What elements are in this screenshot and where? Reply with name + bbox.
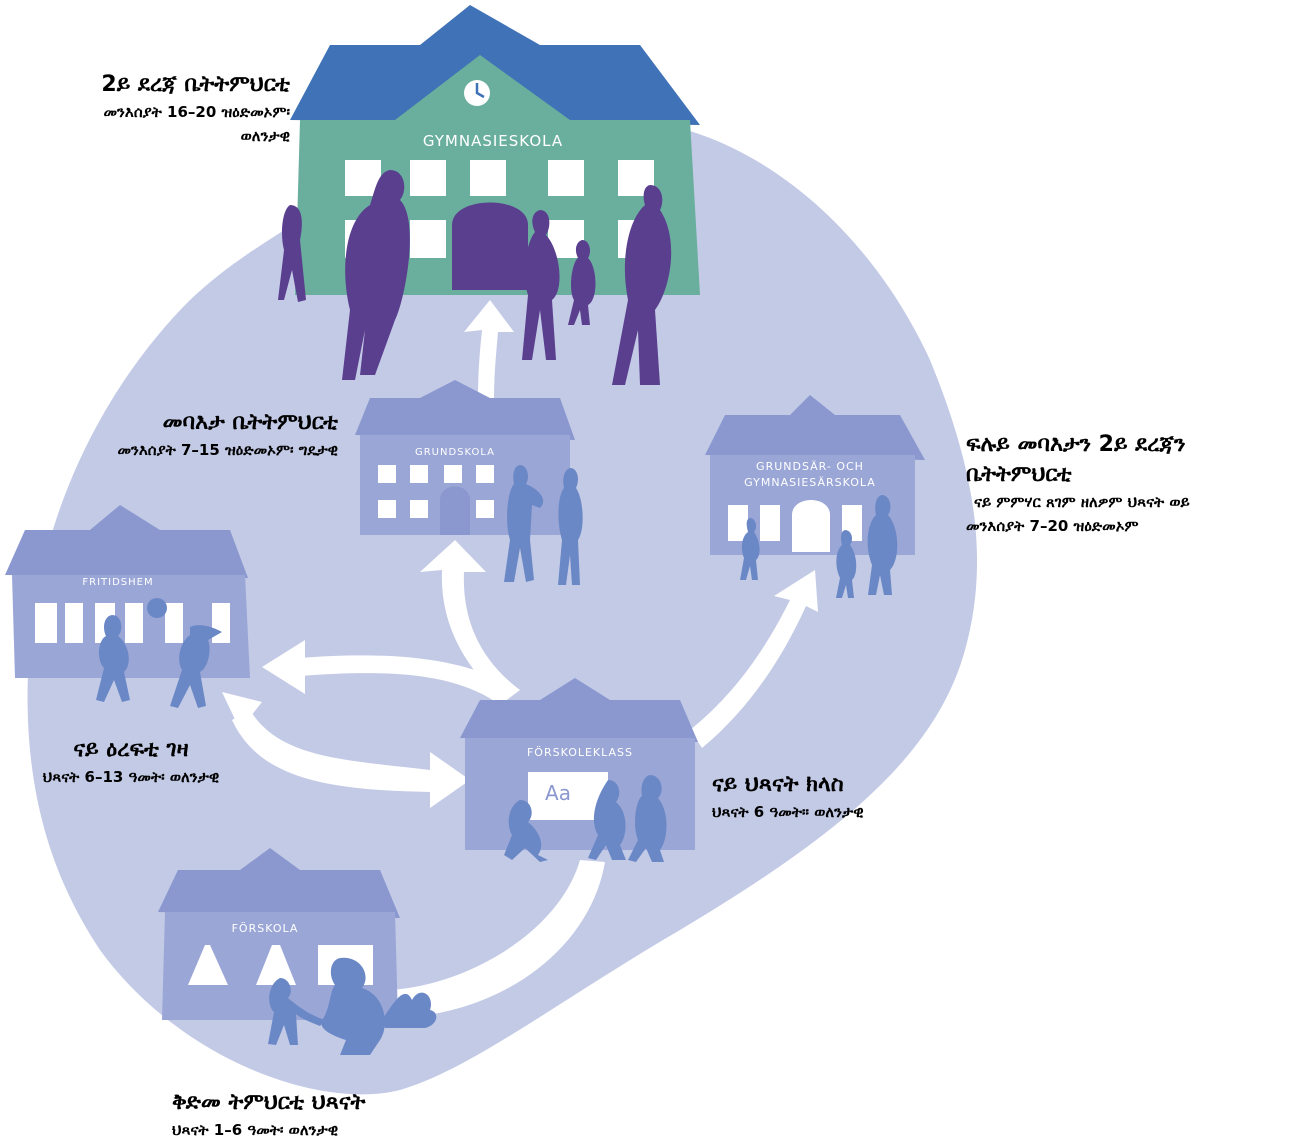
forskola-label: ቅድመ ትምህርቲ ህጻናት ህጻናት 1–6 ዓመት፡ ወለንታዊ	[172, 1088, 492, 1142]
forskoleklass-label: ናይ ህጻናት ክላስ ህጻናት 6 ዓመት። ወለንታዊ	[712, 770, 1012, 824]
grundskola-people	[504, 465, 583, 585]
grundskola-sign: GRUNDSKOLA	[415, 447, 495, 458]
sarskola-sign-line2: GYMNASIESÄRSKOLA	[744, 476, 876, 489]
forskola-sign: FÖRSKOLA	[232, 922, 299, 935]
gymnasium-roof	[290, 5, 700, 125]
grundskola-door	[440, 486, 470, 535]
arrow-to-fritidshem-upper	[300, 655, 520, 705]
sarskola-title-line1: ፍሉይ መባእታን 2ይ ደረጃን	[966, 432, 1186, 457]
grundskola-title: መባእታ ቤትትምህርቲ	[162, 410, 338, 435]
fritidshem-children	[96, 615, 222, 708]
forskola-building: FÖRSKOLA	[158, 848, 437, 1055]
fritidshem-roof	[5, 505, 248, 578]
gymnasium-door	[452, 202, 528, 290]
grundskola-roof	[355, 380, 575, 440]
gymnasium-note: ወለንታዊ	[240, 127, 290, 145]
ball-icon	[147, 598, 167, 618]
grundskola-label: መባእታ ቤትትምህርቲ መንእሰያት 7–15 ዝዕድመኦም፡ ግዴታዊ	[0, 408, 338, 462]
fritidshem-sign: FRITIDSHEM	[82, 577, 153, 588]
arrow-forskoleklass-fritidshem-loop	[232, 710, 470, 808]
forskoleklass-title: ናይ ህጻናት ክላስ	[712, 772, 844, 797]
arrow-to-gymnasium	[464, 300, 514, 400]
gymnasieskola-sign: GYMNASIESKOLA	[423, 132, 563, 150]
grundskola-windows	[378, 465, 494, 518]
sarskola-people	[740, 495, 898, 598]
forskoleklass-building: FÖRSKOLEKLASS Aa	[460, 678, 698, 862]
arrow-head-to-fritidshem-upper	[262, 640, 305, 694]
arrows	[222, 300, 818, 1018]
sarskola-desc-line2: መንእሰያት 7–20 ዝዕድመኦም	[966, 517, 1139, 535]
arrow-to-sarskola	[690, 570, 818, 748]
fritidshem-label: ናይ ዕረፍቲ ገዛ ህጻናት 6–13 ዓመት፡ ወለንታዊ	[0, 735, 262, 789]
forskola-people	[268, 957, 437, 1055]
sarskola-label: ፍሉይ መባእታን 2ይ ደረጃን ቤትትምህርቲ ናይ ምምሃር ጸገም ዘለ…	[966, 430, 1296, 538]
fritidshem-title: ናይ ዕረፍቲ ገዛ	[73, 737, 189, 762]
forskoleklass-sign: FÖRSKOLEKLASS	[527, 746, 633, 759]
sarskola-building: GRUNDSÄR- OCH GYMNASIESÄRSKOLA	[705, 395, 925, 598]
forskola-curtains	[180, 945, 303, 985]
sarskola-title-line2: ቤትትምህርቲ	[966, 462, 1072, 487]
forskola-title: ቅድመ ትምህርቲ ህጻናት	[172, 1090, 366, 1115]
clock-hands	[475, 83, 485, 99]
forskola-age: ህጻናት 1–6 ዓመት፡ ወለንታዊ	[172, 1121, 339, 1139]
school-system-region	[27, 115, 978, 1095]
gymnasium-title: 2ይ ደረጃ ቤትትምህርቲ	[101, 72, 290, 97]
sarskola-roof	[705, 395, 925, 460]
gymnasium-label: 2ይ ደረጃ ቤትትምህርቲ መንእሰያት 16–20 ዝዕድመኦም፡ ወለንታ…	[0, 70, 290, 148]
gymnasium-students	[278, 170, 672, 385]
fritidshem-building: FRITIDSHEM	[5, 505, 250, 708]
gymnasieskola-building: GYMNASIESKOLA	[278, 5, 700, 385]
arrow-to-grundskola	[420, 540, 520, 700]
forskoleklass-children	[504, 775, 667, 862]
forskoleklass-roof	[460, 678, 698, 742]
sarskola-sign-line1: GRUNDSÄR- OCH	[756, 460, 864, 473]
grundskola-age: መንእሰያት 7–15 ዝዕድመኦም፡ ግዴታዊ	[117, 441, 338, 459]
gymnasium-age: መንእሰያት 16–20 ዝዕድመኦም፡	[103, 103, 291, 121]
arrow-head-to-fritidshem-lower	[222, 692, 262, 730]
sarskola-door	[792, 500, 830, 552]
sarskola-desc-line1: ናይ ምምሃር ጸገም ዘለዎም ህጻናት ወይ	[974, 493, 1190, 511]
grundskola-building: GRUNDSKOLA	[355, 380, 583, 585]
forskola-roof	[158, 848, 400, 918]
forskoleklass-age: ህጻናት 6 ዓመት። ወለንታዊ	[712, 803, 864, 821]
fritidshem-age: ህጻናት 6–13 ዓመት፡ ወለንታዊ	[42, 768, 220, 786]
blackboard-text: Aa	[545, 781, 571, 805]
